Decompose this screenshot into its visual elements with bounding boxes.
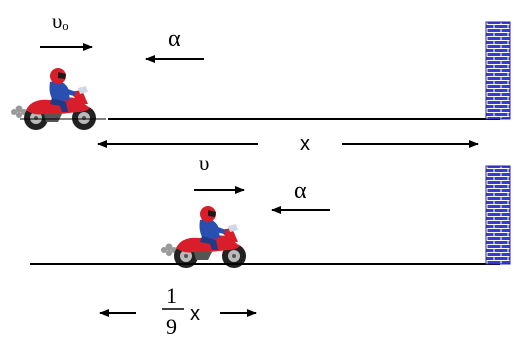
- brick-wall-bottom: [485, 165, 511, 265]
- velocity-label-bottom: υ: [199, 151, 209, 175]
- velocity-label-top: υₒ: [52, 9, 68, 33]
- motorbike-icon: [161, 206, 246, 268]
- fraction-numerator: 1: [166, 283, 177, 308]
- brick-wall-top: [485, 21, 511, 120]
- scene-top: υₒ α x: [11, 9, 511, 155]
- scene-bottom: υ α 1 9 x: [30, 151, 511, 339]
- acceleration-label-bottom: α: [294, 178, 307, 204]
- acceleration-label-top: α: [168, 26, 181, 52]
- fraction-variable: x: [190, 303, 200, 325]
- distance-label: x: [300, 133, 310, 155]
- fraction-denominator: 9: [166, 314, 177, 339]
- motorbike-icon: [11, 68, 96, 130]
